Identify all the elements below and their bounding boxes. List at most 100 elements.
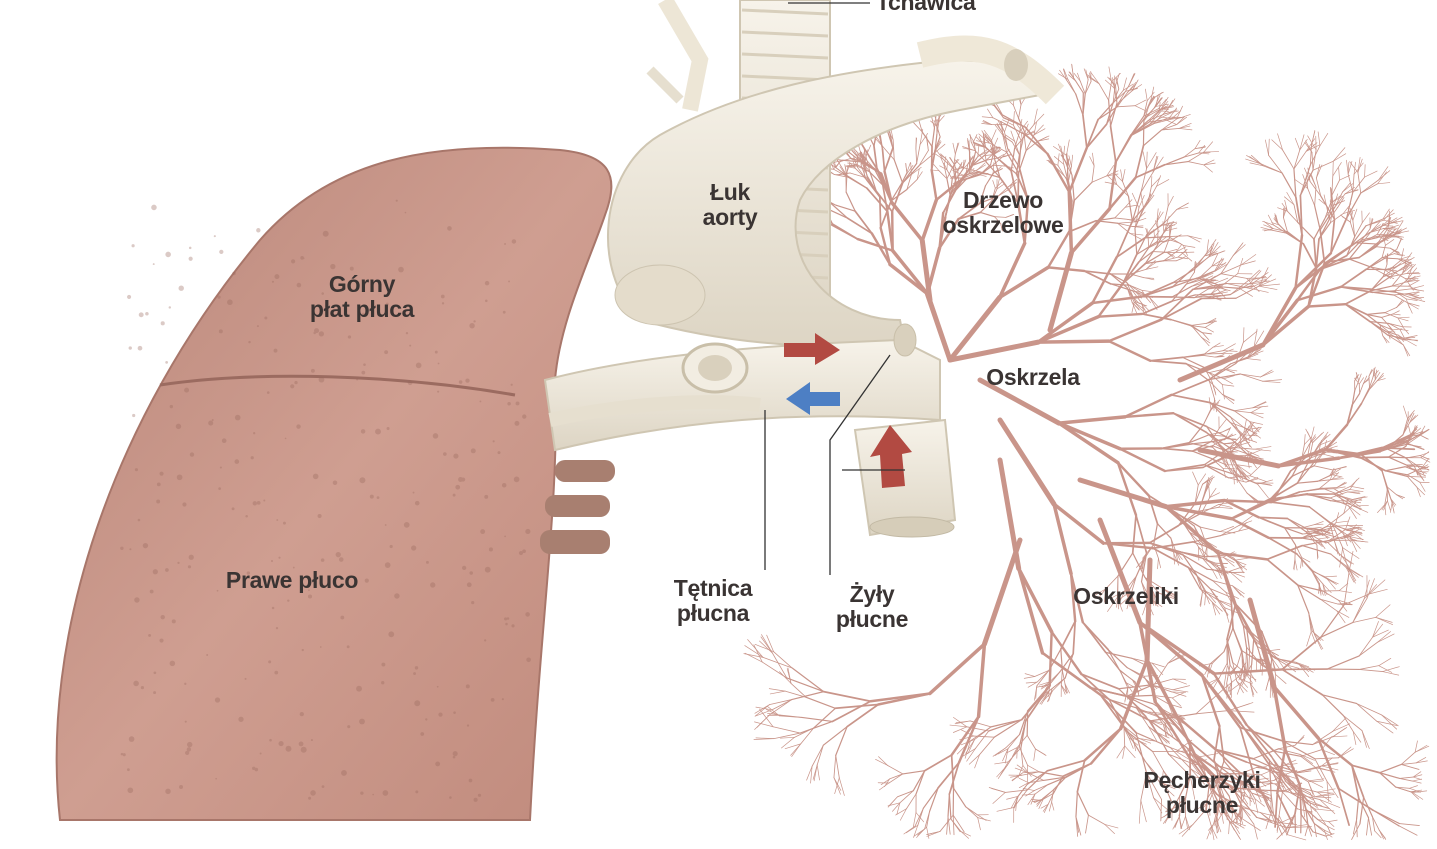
bronchial-branch [1360, 183, 1379, 194]
bronchial-branch [926, 831, 941, 835]
bronchial-branch [1126, 694, 1155, 697]
bronchial-branch [977, 817, 981, 831]
bronchial-branch [942, 158, 954, 170]
bronchial-branch [1304, 825, 1309, 837]
bronchial-branch [1310, 173, 1317, 188]
lung-texture-dot [458, 380, 463, 384]
bronchial-branch [1411, 426, 1418, 435]
bronchial-branch [1186, 271, 1195, 285]
bronchial-branch [1295, 661, 1310, 668]
bronchial-branch [1332, 466, 1347, 471]
bronchial-branch [1208, 783, 1220, 805]
bronchial-branch [1010, 170, 1020, 204]
bronchial-branch [1183, 152, 1200, 158]
bronchial-branch [1148, 242, 1160, 249]
bronchial-branch [801, 716, 833, 723]
bronchial-branch [1260, 163, 1283, 174]
bronchial-branch [1348, 500, 1361, 510]
bronchial-branch [1260, 770, 1272, 776]
bronchial-branch [1245, 782, 1256, 800]
bronchial-branch [1206, 568, 1231, 573]
lung-texture-dot [264, 316, 268, 320]
bronchial-branch [1209, 588, 1226, 609]
bronchial-branch [833, 173, 849, 178]
bronchial-branch [1391, 272, 1403, 287]
bronchial-branch [1140, 772, 1147, 801]
bronchial-branch [1164, 504, 1234, 521]
bronchial-branch [759, 640, 773, 654]
bronchial-branch [1233, 410, 1252, 414]
bronchial-branch [1309, 802, 1314, 822]
bronchial-branch [1033, 121, 1037, 136]
bronchial-branch [934, 113, 937, 129]
bronchial-branch [1166, 100, 1174, 112]
label-bronchial-tree: Drzewo oskrzelowe [943, 188, 1064, 238]
bronchial-tree [743, 63, 1431, 841]
bronchial-branch [1206, 425, 1223, 450]
bronchial-branch [1404, 465, 1420, 468]
bronchial-branch [1259, 812, 1273, 823]
bronchial-branch [1296, 553, 1313, 572]
bronchial-branch [1328, 819, 1338, 822]
bronchial-branch [1242, 437, 1258, 443]
bronchial-branch [1214, 257, 1223, 272]
bronchial-branch [1232, 627, 1242, 651]
bronchial-branch [773, 732, 801, 740]
lung-texture-dot [206, 654, 209, 656]
bronchial-branch [1366, 578, 1375, 599]
bronchial-branch [1385, 239, 1395, 246]
lung-texture-dot [360, 429, 366, 434]
bronchial-branch [1163, 809, 1173, 818]
bronchial-branch [1214, 354, 1225, 358]
lung-texture-dot [425, 718, 428, 721]
bronchial-branch [1146, 772, 1155, 799]
bronchial-branch [1409, 785, 1418, 789]
bronchial-branch [1136, 233, 1148, 256]
lung-texture-dot [473, 797, 478, 802]
bronchial-branch [1352, 731, 1357, 745]
bronchial-branch [1307, 262, 1326, 308]
bronchial-branch [1323, 831, 1333, 838]
bronchial-branch [992, 164, 1006, 167]
bronchial-branch [1009, 182, 1017, 190]
bronchial-branch [1149, 113, 1160, 125]
bronchial-branch [1392, 310, 1400, 315]
bronchial-branch [1247, 450, 1260, 457]
lung-texture-dot [254, 767, 259, 772]
bronchial-branch [1308, 612, 1312, 633]
bronchial-branch [1247, 454, 1264, 460]
bronchial-branch [1343, 593, 1370, 606]
bronchial-branch [1228, 795, 1234, 812]
bronchial-branch [1366, 313, 1383, 319]
bronchial-branch [1243, 665, 1247, 676]
bronchial-branch [1194, 483, 1204, 505]
lung-texture-dot [256, 228, 261, 233]
lung-texture-dot [312, 473, 319, 480]
bronchial-branch [1420, 457, 1431, 463]
bronchial-branch [1319, 258, 1351, 271]
bronchial-branch [1117, 596, 1123, 612]
bronchial-branch [1353, 162, 1364, 175]
bronchial-branch [968, 168, 975, 175]
bronchial-branch [1172, 412, 1208, 434]
bronchial-branch [1317, 538, 1326, 549]
bronchial-branch [1283, 774, 1292, 783]
bronchial-branch [1204, 590, 1207, 606]
bronchial-branch [1278, 744, 1296, 750]
bronchial-branch [1368, 817, 1373, 836]
bronchial-branch [779, 671, 792, 684]
blue-arrow-left [786, 382, 840, 415]
bronchial-branch [1211, 601, 1221, 615]
bronchial-branch [1097, 282, 1125, 318]
bronchial-branch [1308, 612, 1316, 636]
bronchial-branch [1253, 658, 1264, 667]
bronchial-branch [1268, 154, 1283, 174]
bronchial-branch [1247, 269, 1260, 281]
lung-texture-dot [168, 306, 172, 309]
bronchial-branch [1307, 188, 1316, 207]
bronchial-branch [1230, 280, 1249, 295]
bronchial-branch [1262, 379, 1283, 382]
bronchial-branch [915, 147, 918, 164]
lung-texture-dot [452, 493, 456, 497]
bronchial-branch [1410, 291, 1420, 296]
